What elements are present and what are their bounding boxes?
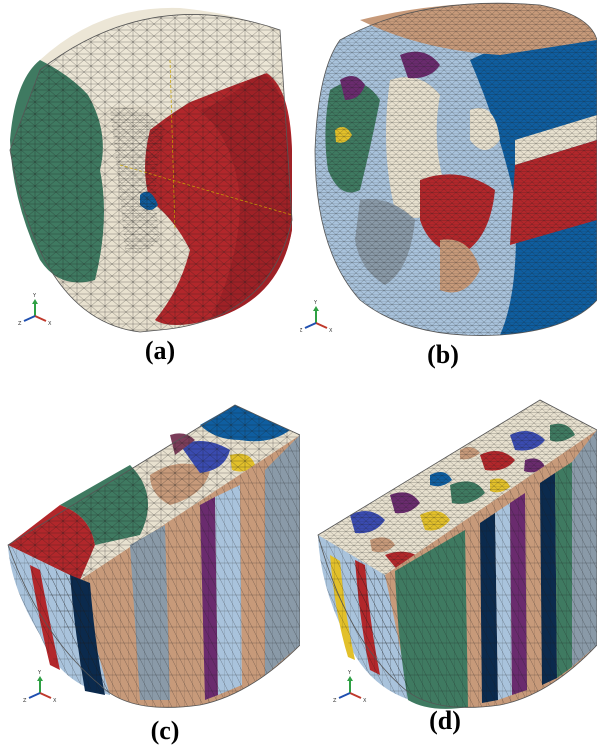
panel-label-d: (d)	[429, 706, 461, 735]
svg-text:X: X	[329, 328, 333, 334]
mesh-overlay	[40, 435, 300, 708]
coordinate-triad-icon: Y X Z	[18, 293, 52, 327]
panel-label-b: (b)	[427, 340, 459, 369]
mesh-half-cylinder-coarse: Y X Z	[7, 404, 300, 708]
mesh-half-cylinder-fine: Y X Z	[317, 399, 597, 709]
svg-text:X: X	[53, 698, 57, 704]
panel-label-c: (c)	[150, 716, 180, 745]
mesh-overlay	[345, 430, 597, 708]
svg-text:Y: Y	[347, 670, 352, 676]
mesh-overlay	[318, 535, 410, 700]
svg-text:Z: Z	[18, 321, 22, 327]
mesh-overlay	[315, 3, 597, 336]
panel-a: Y X Z	[0, 0, 300, 340]
panel-b: Y X Z	[300, 0, 597, 340]
svg-text:Y: Y	[32, 293, 37, 299]
coordinate-triad-icon: Y X Z	[23, 670, 57, 704]
svg-text:Z: Z	[23, 698, 27, 704]
svg-text:Y: Y	[37, 670, 42, 676]
mesh-overlay	[8, 405, 300, 580]
svg-text:Y: Y	[313, 300, 318, 306]
coordinate-triad-icon: Y X Z	[333, 670, 367, 704]
mesh-overlay	[110, 107, 165, 254]
svg-text:X: X	[48, 321, 52, 327]
panel-label-a: (a)	[144, 336, 176, 365]
panel-d: Y X Z	[310, 395, 597, 715]
svg-text:X: X	[363, 698, 367, 704]
mesh-cylinder-fine: Y X Z	[300, 2, 597, 336]
coordinate-triad-icon: Y X Z	[300, 300, 333, 334]
svg-text:Z: Z	[333, 698, 337, 704]
panel-c: Y X Z	[0, 395, 300, 715]
svg-text:Z: Z	[300, 328, 303, 334]
mesh-overlay	[8, 545, 110, 695]
mesh-overlay	[318, 400, 597, 575]
mesh-cylinder-coarse: Y X Z	[9, 7, 293, 333]
